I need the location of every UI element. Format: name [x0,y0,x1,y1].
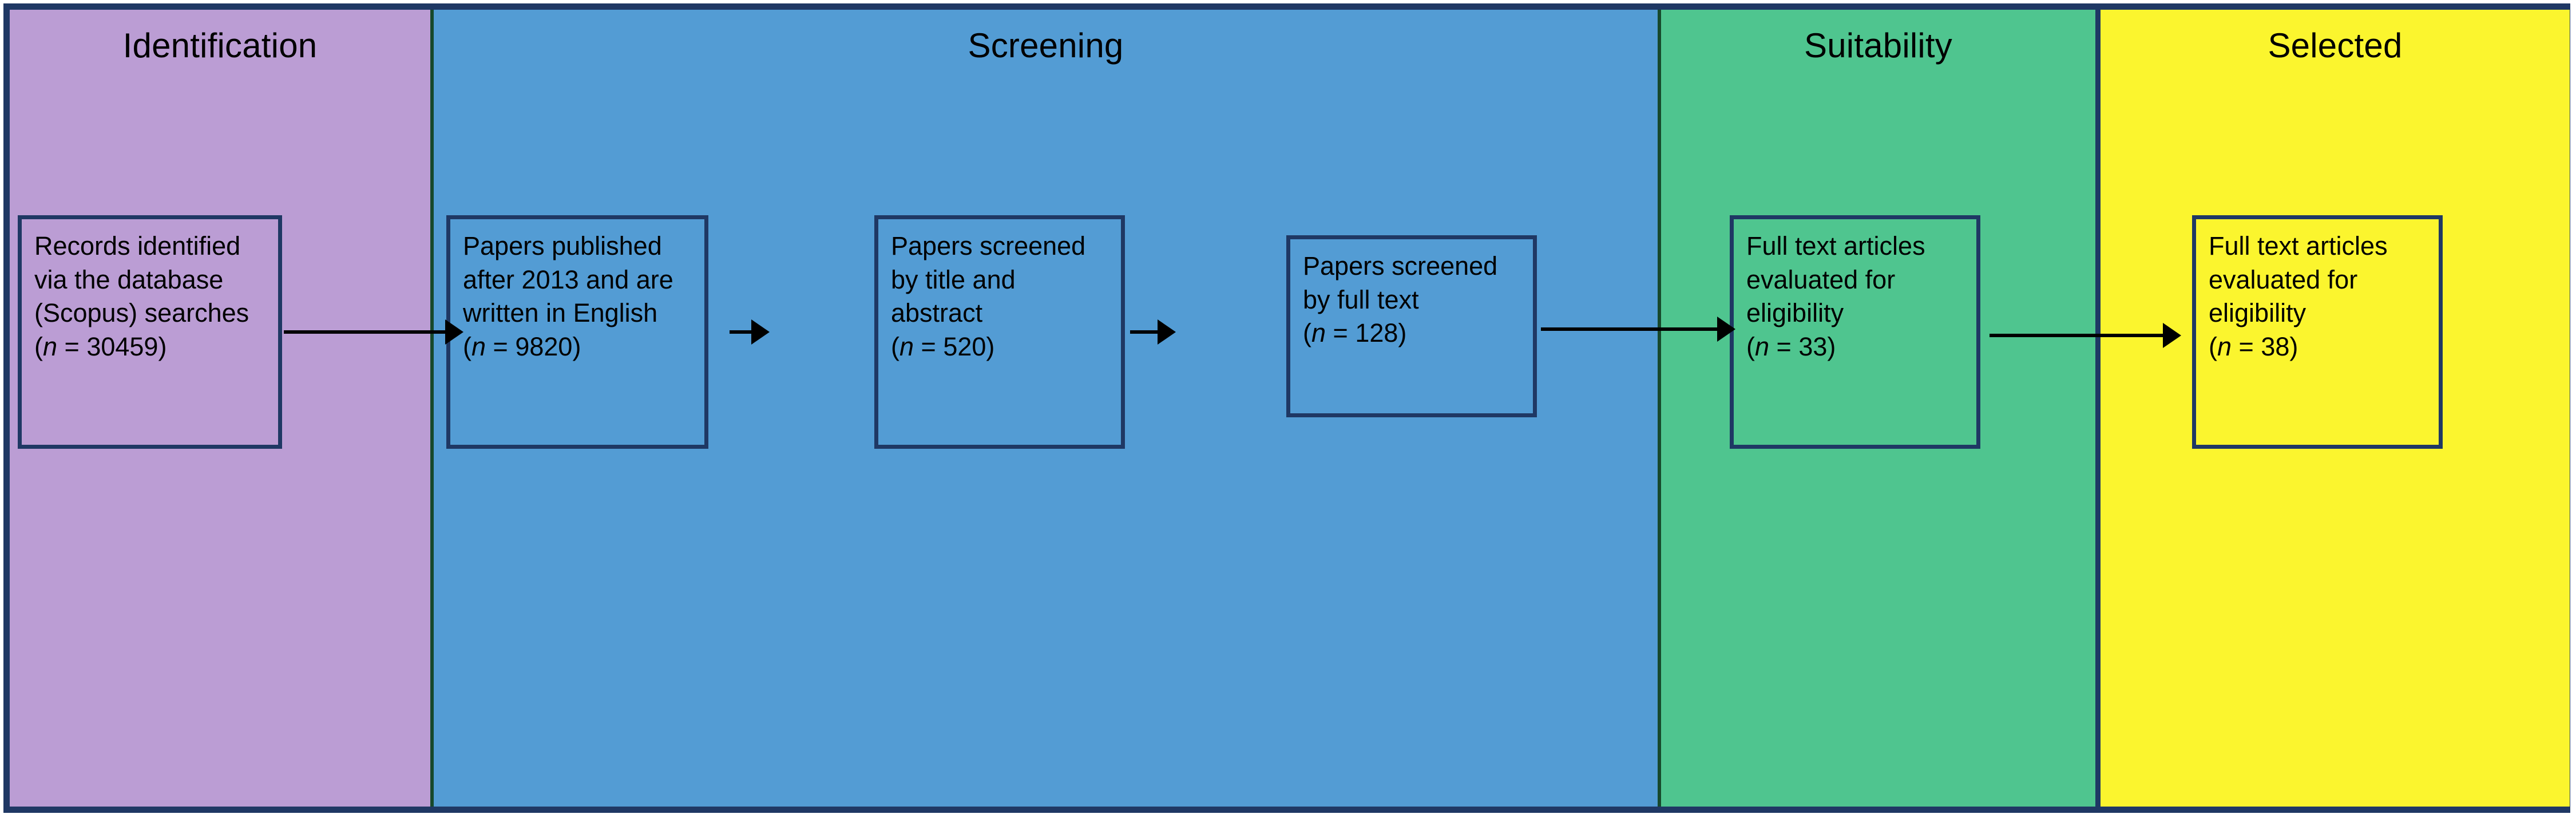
count-value: 9820 [515,331,573,361]
count-equals: = [57,331,87,361]
node-line: Papers published [463,231,662,260]
count-value: 38 [2261,331,2290,361]
stage-title-suitability: Suitability [1804,26,1952,65]
count-equals: = [1326,318,1356,347]
count-open-paren: ( [1746,331,1755,361]
count-close-paren: ) [1398,318,1407,347]
node-eligibility-selected: Full text articles evaluated for eligibi… [2192,215,2443,449]
count-open-paren: ( [34,331,43,361]
node-line: eligibility [2209,298,2306,327]
count-symbol-n: n [1755,331,1770,361]
node-count: (n = 520) [891,330,1109,364]
count-open-paren: ( [463,331,471,361]
node-line: Full text articles [1746,231,1925,260]
count-value: 30459 [86,331,158,361]
stage-band-selected: Selected Full text articles evaluated fo… [2095,10,2570,807]
count-close-paren: ) [158,331,167,361]
count-close-paren: ) [1827,331,1836,361]
count-symbol-n: n [2217,331,2232,361]
node-papers-published: Papers published after 2013 and are writ… [446,215,708,449]
arrow-icon-published-to-title-abstract [730,330,752,334]
node-line: written in English [463,298,658,327]
count-equals: = [914,331,944,361]
arrow-icon-records-to-published [284,330,446,334]
node-records-identified: Records identified via the database (Sco… [18,215,282,449]
node-screened-title-abstract: Papers screened by title and abstract (n… [874,215,1125,449]
node-count: (n = 9820) [463,330,693,364]
node-eligibility-suitability: Full text articles evaluated for eligibi… [1730,215,1980,449]
count-value: 33 [1798,331,1828,361]
node-line: via the database [34,264,224,294]
count-open-paren: ( [1303,318,1311,347]
count-open-paren: ( [2209,331,2217,361]
arrow-icon-suitability-to-selected [1990,334,2164,337]
stage-title-selected: Selected [2268,26,2403,65]
node-line: Records identified [34,231,241,260]
node-line: Papers screened [1303,251,1498,280]
node-count: (n = 30459) [34,330,267,364]
stage-band-screening: Screening Papers published after 2013 an… [430,10,1658,807]
node-line: (Scopus) searches [34,298,249,327]
node-count: (n = 128) [1303,317,1521,350]
count-value: 520 [943,331,986,361]
node-screened-full-text: Papers screened by full text (n = 128) [1286,235,1537,417]
arrow-icon-title-abstract-to-full-text [1130,330,1159,334]
arrow-icon-full-text-to-suitability [1541,327,1718,331]
count-value: 128 [1355,318,1398,347]
node-line: Papers screened [891,231,1086,260]
diagram-frame: Identification Records identified via th… [3,3,2570,813]
count-symbol-n: n [1311,318,1326,347]
node-count: (n = 38) [2209,330,2427,364]
stage-band-identification: Identification Records identified via th… [10,10,430,807]
node-count: (n = 33) [1746,330,1965,364]
count-close-paren: ) [986,331,995,361]
node-line: evaluated for [1746,264,1896,294]
node-line: by full text [1303,284,1419,314]
node-line: eligibility [1746,298,1844,327]
stage-title-screening: Screening [968,26,1124,65]
count-open-paren: ( [891,331,899,361]
node-line: abstract [891,298,983,327]
count-close-paren: ) [572,331,581,361]
node-line: by title and [891,264,1016,294]
stage-title-identification: Identification [122,26,318,65]
count-symbol-n: n [471,331,486,361]
node-line: evaluated for [2209,264,2358,294]
count-equals: = [1769,331,1799,361]
count-close-paren: ) [2289,331,2298,361]
node-line: Full text articles [2209,231,2388,260]
count-symbol-n: n [43,331,58,361]
node-line: after 2013 and are [463,264,673,294]
stage-band-suitability: Suitability Full text articles evaluated… [1658,10,2095,807]
count-equals: = [2232,331,2261,361]
count-symbol-n: n [899,331,914,361]
count-equals: = [486,331,516,361]
